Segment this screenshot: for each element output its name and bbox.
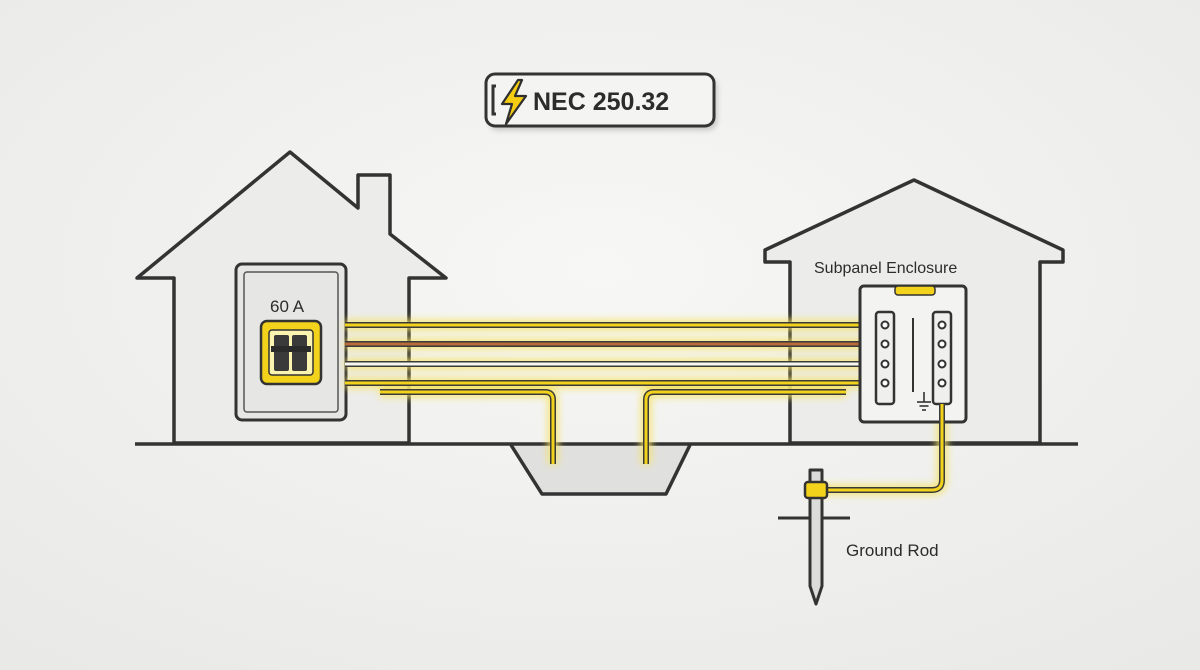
lightning-bolt-icon (500, 78, 528, 126)
ground-bus-bar (931, 310, 953, 406)
breaker-icon (259, 319, 323, 386)
ground-rod-label: Ground Rod (846, 541, 939, 560)
subpanel-title: Subpanel Enclosure (814, 260, 957, 277)
neutral-bus-bar (874, 310, 896, 406)
ground-rod: Ground Rod (778, 468, 939, 606)
trench-conduits (380, 389, 846, 464)
badge-text: NEC 250.32 (533, 88, 669, 116)
nec-badge: NEC 250.32 (484, 72, 717, 130)
trench (509, 444, 692, 496)
subpanel-enclosure (858, 284, 968, 424)
ground-symbol-icon (917, 392, 931, 411)
ground-rod-clamp (803, 480, 829, 500)
grounding-electrode-conductor (812, 404, 945, 493)
feeder-conductors (345, 322, 878, 386)
breaker-rating: 60 A (270, 297, 305, 316)
main-panel: 60 A (234, 262, 348, 422)
bracket-icon (491, 84, 496, 116)
